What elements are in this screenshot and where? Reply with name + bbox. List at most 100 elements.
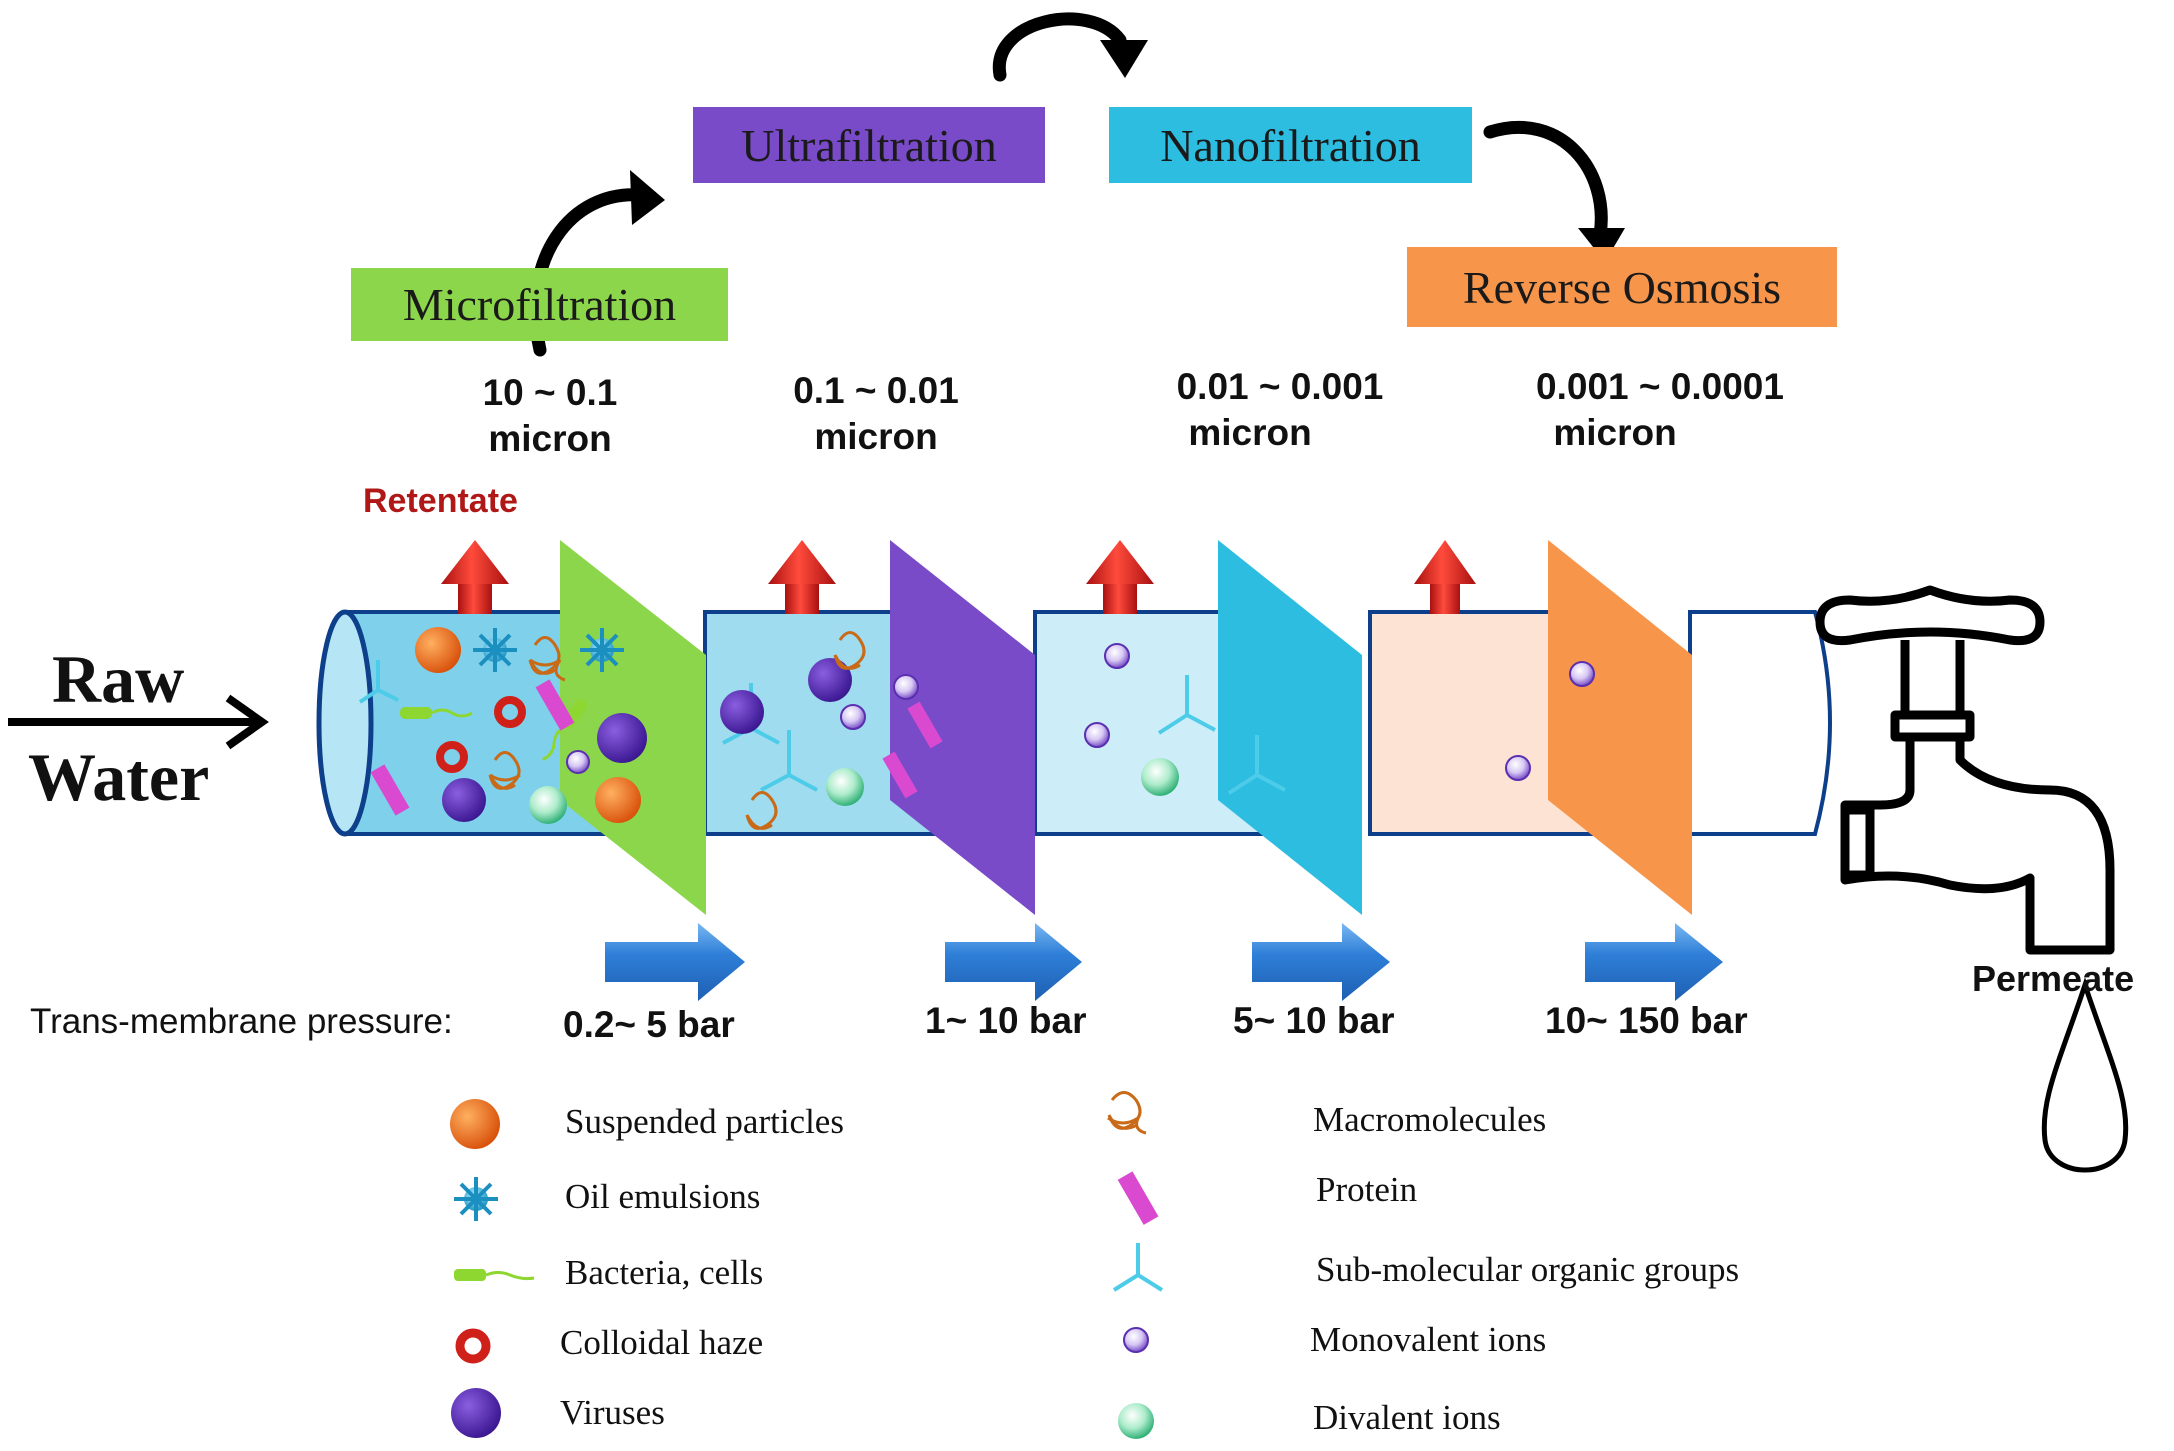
retentate-arrows — [441, 540, 1476, 614]
stage-sequence-arrows — [529, 12, 1625, 357]
monovalent-ion-icon — [1505, 755, 1531, 781]
macromolecule-icon — [745, 791, 778, 830]
curved-arrow-3 — [1483, 120, 1608, 242]
legend-item-protein: Protein — [1316, 1170, 1418, 1209]
legend-item-colloidal-haze: Colloidal haze — [560, 1323, 764, 1362]
legend-item-oil-emulsions: Oil emulsions — [565, 1177, 761, 1216]
virus-icon — [442, 778, 486, 822]
particles-nf — [1084, 643, 1286, 796]
pore-range-unit: micron — [814, 416, 938, 457]
colloid-ring-icon — [436, 741, 468, 773]
bacteria-icon — [400, 707, 473, 719]
curved-arrow-1-head — [630, 170, 665, 225]
retentate-label: Retentate — [363, 482, 518, 520]
retentate-arrow-1 — [441, 540, 509, 614]
legend-item-monovalent-ions: Monovalent ions — [1310, 1320, 1547, 1359]
curved-arrow-2 — [992, 12, 1127, 82]
divalent-ion-icon — [529, 786, 567, 824]
stage-label-microfiltration: Microfiltration — [402, 279, 677, 330]
curved-arrow-2-head — [1100, 40, 1148, 78]
membrane-reverse-osmosis — [1548, 540, 1692, 915]
oil-emulsion-icon — [580, 628, 624, 672]
retentate-arrow-4 — [1414, 540, 1476, 614]
faucet-icon — [1815, 585, 2115, 955]
particles-uf — [720, 631, 943, 830]
pore-range-value: 10 ~ 0.1 — [482, 372, 618, 413]
legend-icons-left — [450, 1099, 535, 1438]
legend-item-suspended-particles: Suspended particles — [565, 1102, 844, 1141]
bacteria-icon — [454, 1269, 535, 1281]
suspended-particle-icon — [595, 777, 641, 823]
pore-range-unit: micron — [1553, 412, 1677, 453]
suspended-particle-icon — [415, 627, 461, 673]
pore-range-reverse-osmosis: 0.001 ~ 0.0001 micron — [1490, 364, 1830, 456]
pore-range-microfiltration: 10 ~ 0.1 micron — [390, 370, 710, 462]
curved-arrow-3-head — [1578, 228, 1625, 262]
organic-group-icon — [358, 660, 399, 704]
monovalent-ion-icon — [566, 750, 590, 774]
water-drop-icon — [2041, 977, 2129, 1173]
organic-group-icon — [760, 730, 818, 792]
pore-range-value: 0.01 ~ 0.001 — [1176, 366, 1384, 407]
stage-label-reverse-osmosis: Reverse Osmosis — [1462, 261, 1782, 313]
colloid-ring-icon — [494, 696, 526, 728]
virus-icon — [808, 658, 852, 702]
pore-range-ultrafiltration: 0.1 ~ 0.01 micron — [716, 368, 1036, 460]
monovalent-ion-icon — [1123, 1327, 1149, 1353]
legend-icons-right — [1107, 1091, 1164, 1439]
oil-emulsion-icon — [473, 628, 517, 672]
divalent-ion-icon — [826, 768, 864, 806]
flow-arrow-4 — [1585, 923, 1723, 1001]
inlet-label-water: Water — [28, 739, 210, 815]
monovalent-ion-icon — [1104, 643, 1130, 669]
organic-group-icon — [1227, 735, 1286, 795]
pipe-section-permeate — [1688, 610, 1832, 836]
organic-group-icon — [1112, 1243, 1164, 1292]
pore-range-value: 0.001 ~ 0.0001 — [1536, 366, 1784, 407]
pressure-microfiltration: 0.2~ 5 bar — [563, 1004, 735, 1045]
divalent-ion-icon — [1118, 1403, 1154, 1439]
virus-icon — [451, 1388, 501, 1438]
stage-box-ultrafiltration: Ultrafiltration — [693, 107, 1045, 183]
pressure-ultrafiltration: 1~ 10 bar — [925, 1000, 1087, 1041]
macromolecule-icon — [1107, 1091, 1147, 1135]
permeate-label: Permeate — [1972, 958, 2135, 999]
stage-label-ultrafiltration: Ultrafiltration — [741, 119, 997, 171]
protein-icon — [882, 751, 918, 799]
legend-item-viruses: Viruses — [560, 1393, 665, 1432]
macromolecule-icon — [528, 636, 566, 682]
pore-range-nanofiltration: 0.01 ~ 0.001 micron — [1115, 364, 1445, 456]
pore-range-value: 0.1 ~ 0.01 — [793, 370, 959, 411]
suspended-particle-icon — [450, 1099, 500, 1149]
pore-range-unit: micron — [488, 418, 612, 459]
particles-mf — [358, 627, 647, 824]
protein-icon — [1117, 1171, 1159, 1225]
flow-arrow-3 — [1252, 923, 1390, 1001]
stage-label-nanofiltration: Nanofiltration — [1160, 119, 1421, 171]
flow-arrow-1 — [605, 923, 745, 1001]
retentate-arrow-3 — [1086, 540, 1154, 614]
legend-item-macromolecules: Macromolecules — [1313, 1100, 1547, 1139]
legend-item-bacteria: Bacteria, cells — [565, 1253, 764, 1292]
monovalent-ion-icon — [1084, 722, 1110, 748]
inlet-arrow — [8, 694, 269, 750]
monovalent-ion-icon — [893, 674, 919, 700]
protein-icon — [907, 701, 943, 749]
pipe-inlet-opening — [316, 609, 374, 837]
organic-group-icon — [1157, 675, 1216, 735]
virus-icon — [597, 713, 647, 763]
macromolecule-icon — [833, 631, 866, 670]
macromolecule-icon — [488, 751, 521, 790]
stage-box-reverse-osmosis: Reverse Osmosis — [1407, 247, 1837, 327]
pressure-label: Trans-membrane pressure: — [30, 1002, 453, 1041]
flow-arrow-2 — [945, 923, 1082, 1001]
pressure-nanofiltration: 5~ 10 bar — [1233, 1000, 1395, 1041]
pore-range-unit: micron — [1188, 412, 1312, 453]
monovalent-ion-icon — [1569, 661, 1595, 687]
legend-item-organic-groups: Sub-molecular organic groups — [1316, 1250, 1740, 1289]
flow-arrows — [605, 923, 1723, 1001]
legend-item-divalent-ions: Divalent ions — [1313, 1398, 1501, 1437]
membrane-nanofiltration — [1218, 540, 1362, 915]
protein-icon — [370, 764, 410, 816]
